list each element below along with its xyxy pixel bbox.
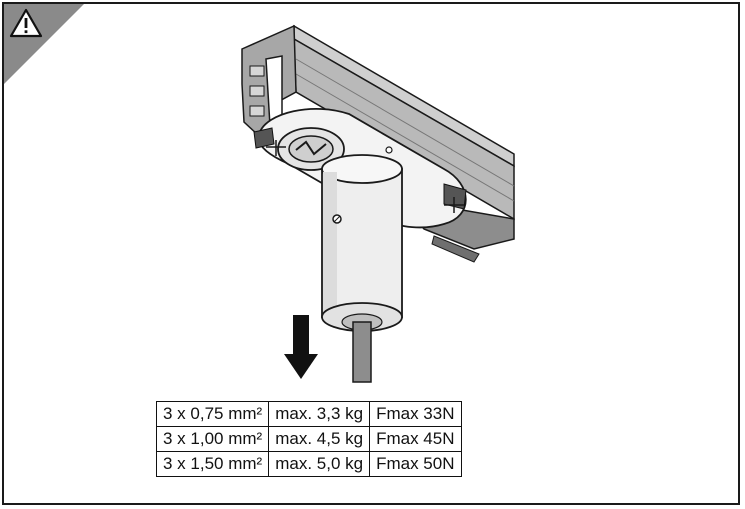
diagram-frame: 3 x 0,75 mm² max. 3,3 kg Fmax 33N 3 x 1,…: [2, 2, 740, 505]
warning-corner: [4, 4, 84, 84]
cable-cross-section: 3 x 1,50 mm²: [155, 451, 270, 477]
max-force: Fmax 45N: [369, 426, 462, 452]
max-load: max. 3,3 kg: [268, 401, 371, 427]
table-row: 3 x 1,00 mm² max. 4,5 kg Fmax 45N: [155, 426, 462, 452]
table-row: 3 x 0,75 mm² max. 3,3 kg Fmax 33N: [155, 401, 462, 427]
max-load: max. 4,5 kg: [268, 426, 371, 452]
max-force: Fmax 33N: [369, 401, 462, 427]
load-spec-table: 3 x 0,75 mm² max. 3,3 kg Fmax 33N 3 x 1,…: [155, 401, 462, 477]
warning-triangle-icon: [9, 8, 43, 38]
down-arrow-icon: [284, 315, 318, 379]
cable: [352, 321, 372, 383]
max-load: max. 5,0 kg: [268, 451, 371, 477]
max-force: Fmax 50N: [369, 451, 462, 477]
cable-cross-section: 3 x 0,75 mm²: [155, 401, 270, 427]
table-row: 3 x 1,50 mm² max. 5,0 kg Fmax 50N: [155, 451, 462, 477]
load-spec-table-body: 3 x 0,75 mm² max. 3,3 kg Fmax 33N 3 x 1,…: [155, 401, 462, 477]
cable-cross-section: 3 x 1,00 mm²: [155, 426, 270, 452]
track-adapter-illustration: [241, 24, 515, 383]
